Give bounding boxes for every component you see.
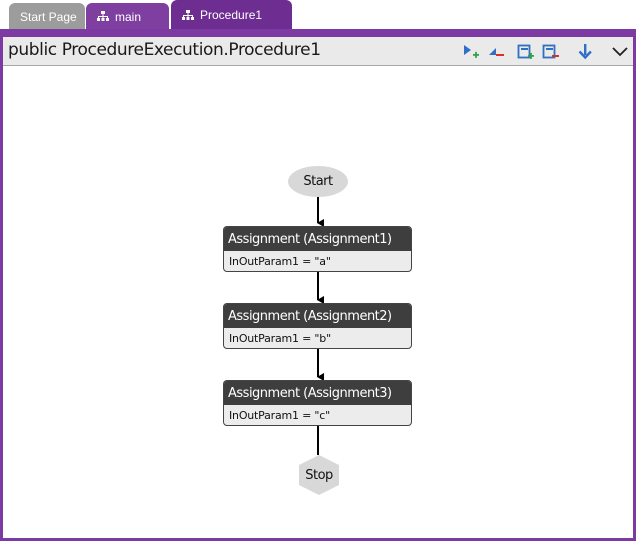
activity-body: InOutParam1 = "b" [229, 331, 331, 345]
tab-strip: Start Page main Procedure1 [0, 0, 636, 30]
document-header: public ProcedureExecution.Procedure1 [3, 37, 633, 66]
activity-title: Assignment (Assignment1) [224, 227, 411, 251]
add-icon[interactable] [462, 43, 480, 61]
tab-label: Procedure1 [200, 8, 263, 22]
hexagon-shape [299, 455, 339, 495]
tab-procedure1[interactable]: Procedure1 [171, 0, 292, 30]
hierarchy-icon [182, 9, 194, 21]
collapse-icon[interactable] [542, 43, 560, 61]
connectors [317, 197, 324, 455]
chevron-down-icon[interactable] [611, 43, 629, 61]
activity-assignment1[interactable]: Assignment (Assignment1) InOutParam1 = "… [223, 226, 412, 272]
activity-assignment3[interactable]: Assignment (Assignment3) InOutParam1 = "… [223, 380, 412, 426]
expand-icon[interactable] [517, 43, 535, 61]
activity-title: Assignment (Assignment3) [224, 381, 411, 405]
remove-icon[interactable] [487, 43, 505, 61]
start-label: Start [303, 174, 333, 189]
tab-label: Start Page [20, 9, 77, 24]
activity-body: InOutParam1 = "a" [229, 254, 331, 268]
document-frame: public ProcedureExecution.Procedure1 [0, 29, 636, 541]
start-node[interactable]: Start [288, 166, 348, 197]
flowchart-canvas: Start Assignment (Assignment1) InOutPara… [3, 66, 633, 538]
tab-label: main [115, 9, 142, 24]
activity-title: Assignment (Assignment2) [224, 304, 411, 328]
page-title: public ProcedureExecution.Procedure1 [8, 40, 321, 60]
arrow-down-icon[interactable] [576, 43, 594, 61]
activity-assignment2[interactable]: Assignment (Assignment2) InOutParam1 = "… [223, 303, 412, 349]
activity-body: InOutParam1 = "c" [229, 408, 330, 422]
tab-main[interactable]: main [86, 3, 169, 30]
hierarchy-icon [97, 11, 109, 22]
stop-node[interactable]: Stop [297, 455, 341, 495]
tab-start-page[interactable]: Start Page [9, 3, 85, 30]
stop-label: Stop [305, 467, 333, 483]
